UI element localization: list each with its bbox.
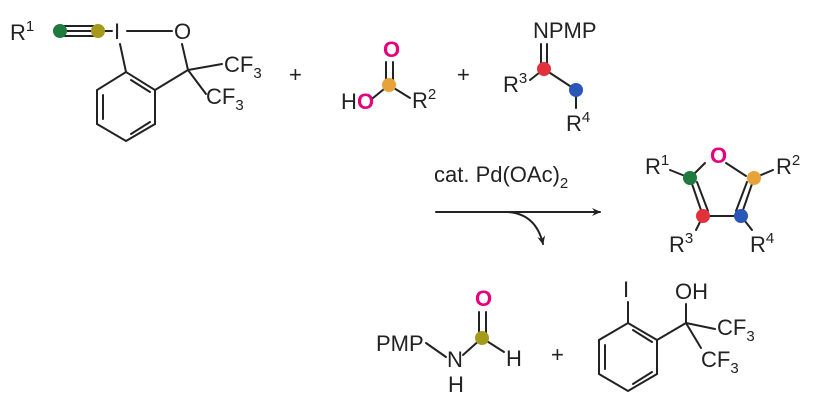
carbonyl-oxygen-label: O	[475, 286, 492, 311]
aryl-c-bond	[656, 322, 687, 341]
furan-c-red-dot	[696, 209, 710, 223]
imine-reagent: NPMP R3 R4	[503, 18, 597, 136]
cf3-bond	[187, 63, 223, 71]
iodoaryl-alcohol-byproduct: I OH CF3 CF3	[598, 277, 755, 393]
furan-c-blue-dot	[734, 209, 748, 223]
aromatic-bond	[632, 371, 653, 385]
cf3-label: CF3	[701, 347, 739, 377]
aromatic-bond	[632, 329, 653, 343]
alkyne-carbon-green-dot	[53, 24, 67, 38]
imine-carbon-red-dot	[537, 62, 551, 76]
r3-label: R3	[503, 70, 527, 97]
r1-label: R1	[10, 18, 34, 45]
plus-sign: +	[289, 62, 302, 87]
amide-n-label: N	[447, 347, 463, 372]
aromatic-bond	[130, 79, 151, 93]
pmp-label: PMP	[376, 331, 424, 356]
catalyst-label: cat. Pd(OAc)2	[434, 162, 568, 192]
o-c-bond	[725, 162, 747, 177]
cf3-bond	[685, 322, 702, 349]
pmp-n-bond	[425, 342, 447, 358]
cf3-bond	[685, 322, 716, 330]
r4-label: R4	[566, 109, 590, 136]
hydroxyl-oxygen-label: O	[357, 89, 374, 114]
hydroxyl-h-label: H	[341, 89, 357, 114]
c-c-double-bond	[735, 181, 748, 212]
formyl-h-label: H	[506, 346, 522, 371]
carbonyl-oxygen-label: O	[383, 37, 400, 62]
aryl-quatc-bond	[154, 69, 189, 91]
alkyne-carbon-olive-dot	[91, 24, 105, 38]
furan-oxygen-label: O	[710, 143, 727, 168]
r3-label: R3	[669, 230, 693, 257]
furan-product: O R1 R2 R3 R4	[645, 143, 800, 257]
r4-label: R4	[750, 230, 774, 257]
plus-sign: +	[551, 342, 564, 367]
cf3-label: CF3	[206, 84, 244, 114]
i-aryl-bond	[119, 43, 127, 73]
cf3-label: CF3	[224, 52, 262, 82]
r2-label: R2	[412, 86, 436, 113]
iodine-label: I	[114, 19, 120, 44]
o-c-bond	[181, 43, 189, 71]
byproduct-arrow	[507, 211, 546, 245]
carboxylic-acid-reagent: O H O R2	[341, 37, 436, 114]
furan-c-orange-dot	[747, 171, 761, 185]
furan-c-green-dot	[683, 171, 697, 185]
ring-oxygen-label: O	[174, 19, 191, 44]
formamide-byproduct: O PMP N H H	[376, 286, 522, 397]
r1-label: R1	[645, 152, 669, 179]
c-c-double-bond	[696, 181, 709, 212]
r2-label: R2	[776, 152, 800, 179]
npmp-label: NPMP	[533, 18, 597, 43]
oh-label: OH	[675, 279, 708, 304]
benzene-ring	[598, 321, 658, 393]
iodine-label: I	[623, 277, 629, 302]
benzene-ring	[96, 70, 156, 143]
aromatic-bond	[130, 121, 151, 135]
alpha-carbon-blue-dot	[569, 83, 583, 97]
alkynyl-benziodoxole-reagent: R1 I O CF3 CF3	[10, 18, 262, 143]
formyl-carbon-olive-dot	[475, 331, 489, 345]
carboxyl-carbon-orange-dot	[382, 78, 396, 92]
cf3-label: CF3	[717, 315, 755, 345]
amide-nh-label: H	[448, 372, 464, 397]
plus-sign: +	[457, 62, 470, 87]
cf3-bond	[187, 69, 207, 95]
